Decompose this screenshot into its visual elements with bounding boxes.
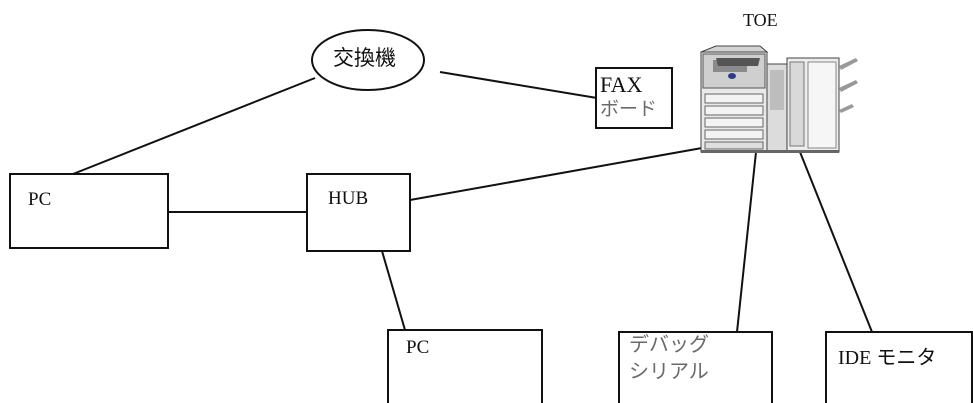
edge-exchange-fax xyxy=(439,71,598,99)
pc-left-box xyxy=(9,173,169,249)
edge-hub-toe xyxy=(409,147,703,201)
pc-bottom-label: PC xyxy=(406,337,430,358)
edge-hub-pc xyxy=(381,250,406,331)
fax-label: FAX xyxy=(600,72,643,97)
board-label: ボード xyxy=(600,99,658,120)
toe-label: TOE xyxy=(743,10,778,30)
edge-toe-debug xyxy=(736,151,757,333)
pc-left-label: PC xyxy=(28,189,52,210)
edge-exchange-pc xyxy=(67,77,316,177)
exchange-node xyxy=(311,29,425,91)
printer-icon xyxy=(700,45,858,153)
debug-serial-box xyxy=(618,331,773,403)
edge-toe-ide xyxy=(799,151,873,333)
debug-label: デバッグ xyxy=(629,334,709,356)
ide-monitor-box xyxy=(825,331,973,403)
hub-label: HUB xyxy=(328,188,369,209)
fax-board-box xyxy=(595,67,673,129)
ide-monitor-label: IDE モニタ xyxy=(838,347,937,369)
hub-box xyxy=(306,173,411,252)
pc-bottom-box xyxy=(387,329,543,403)
serial-label: シリアル xyxy=(629,361,709,383)
exchange-label: 交換機 xyxy=(333,46,396,70)
